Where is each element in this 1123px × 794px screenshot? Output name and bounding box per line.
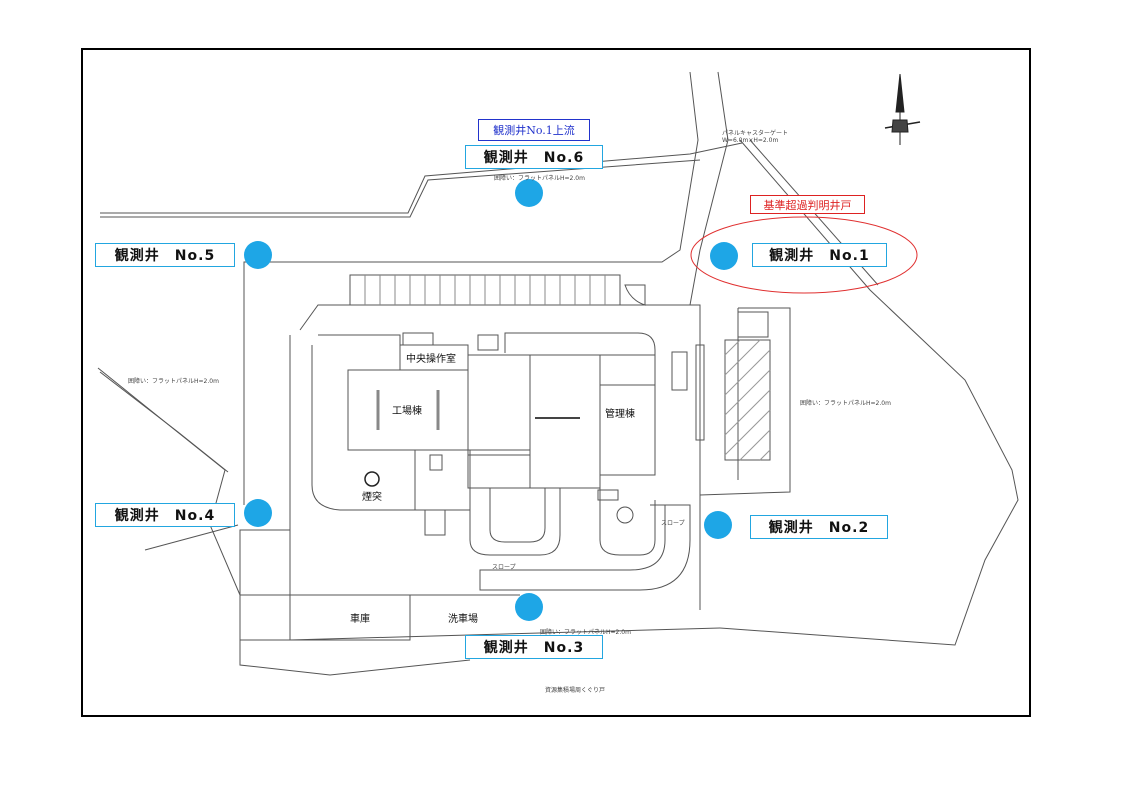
well-label-no1: 観測井 No.1 (752, 243, 887, 267)
well-label-no6: 観測井 No.6 (465, 145, 603, 169)
fence-north-label: 囲障い：フラットパネルH=2.0m (494, 175, 585, 182)
exceedance-note: 基準超過判明井戸 (750, 195, 865, 214)
fence-west-label: 囲障い：フラットパネルH=2.0m (128, 378, 219, 385)
well-markers (244, 179, 738, 621)
south-gate-label: 資源集積場周くぐり戸 (545, 687, 606, 694)
well-marker-no3 (515, 593, 543, 621)
well-label-no4: 観測井 No.4 (95, 503, 235, 527)
well-marker-no5 (244, 241, 272, 269)
car-wash-label: 洗車場 (448, 614, 478, 625)
central-control-room-label: 中央操作室 (406, 354, 456, 365)
factory-building-label: 工場棟 (392, 406, 422, 417)
well-label-no3: 観測井 No.3 (465, 635, 603, 659)
well-label-no2: 観測井 No.2 (750, 515, 888, 539)
upstream-note: 観測井No.1上流 (478, 119, 590, 141)
gate-label: パネルキャスターゲート (722, 130, 789, 137)
well-marker-no1 (710, 242, 738, 270)
exceedance-highlight (690, 216, 918, 294)
admin-building-label: 管理棟 (605, 409, 635, 420)
well-marker-no2 (704, 511, 732, 539)
north-arrow-icon (884, 73, 921, 145)
garage-label: 車庫 (350, 614, 370, 625)
fence-east-label: 囲障い：フラットパネルH=2.0m (800, 400, 891, 407)
fence-south-label: 囲障い：フラットパネルH=2.0m (540, 629, 631, 636)
chimney-label: 煙突 (362, 492, 382, 503)
gate-size-label: W=6.0m×H=2.0m (722, 137, 779, 144)
map-frame (81, 48, 1031, 717)
slope-south-label: スロープ (492, 564, 516, 571)
well-marker-no6 (515, 179, 543, 207)
well-label-no5: 観測井 No.5 (95, 243, 235, 267)
well-marker-no4 (244, 499, 272, 527)
site-linework (97, 71, 1019, 676)
slope-east-label: スロープ (661, 520, 685, 527)
